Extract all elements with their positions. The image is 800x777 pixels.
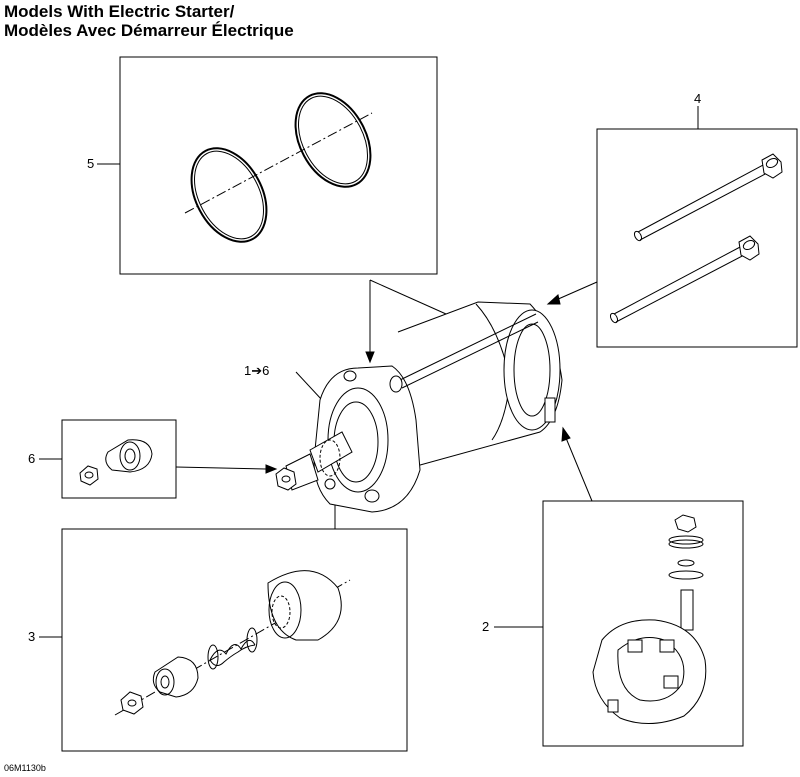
detail-box-3 [61,528,408,752]
callout-3: 3 [28,629,36,644]
drawing-code: 06M1130b [4,763,46,773]
detail-box-4 [596,128,798,348]
starter-drive-set [114,570,351,716]
detail-box-5 [119,56,438,275]
callout-5: 5 [87,156,95,171]
nut-set [79,439,153,486]
callout-leaders [39,106,699,638]
through-bolts [609,153,783,324]
callout-assembly: 1➔6 [244,363,270,378]
callout-6: 6 [28,451,36,466]
callout-4: 4 [694,91,702,106]
brush-holder-set [592,514,707,725]
starter-motor-assembly [275,301,563,513]
o-ring-pair [184,92,373,243]
callout-2: 2 [482,619,490,634]
detail-box-2 [542,500,744,747]
diagram-title-fr: Modèles Avec Démarreur Électrique [4,21,294,40]
diagram-title-en: Models With Electric Starter/ [4,2,235,21]
